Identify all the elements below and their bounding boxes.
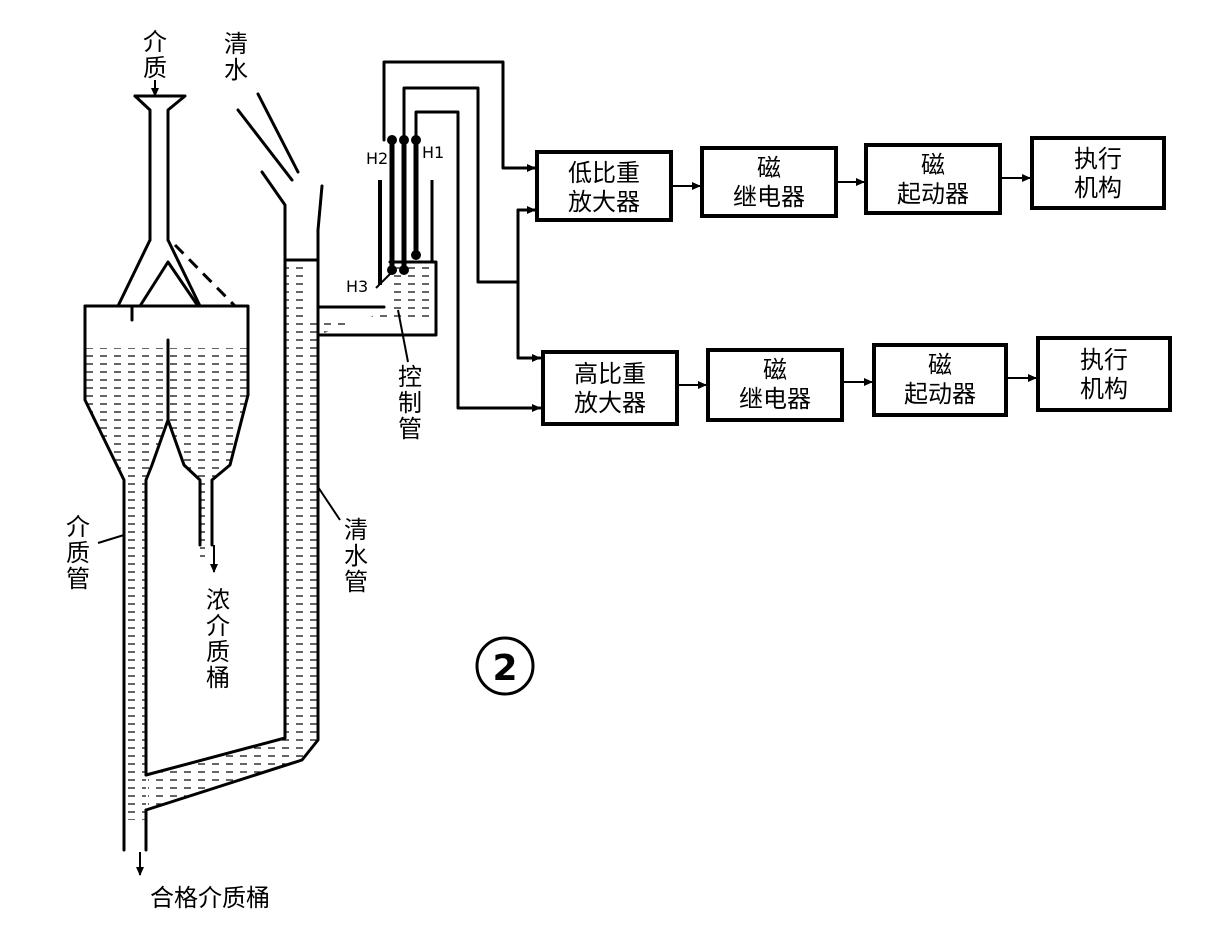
clear-water-inlet-line1 [236,108,294,182]
figure-number: 2 [492,648,517,689]
magnetic-starter-2-line2: 起动器 [904,380,976,408]
clear-water-inlet-line2 [256,92,300,174]
magnetic-starter-2-line1: 磁 [928,351,952,379]
qualified-bucket-label: 合格介质桶 [150,884,270,912]
signal-wires [382,60,542,412]
low-density-amplifier-box [535,150,673,222]
concentrated-bucket-label-1: 浓 [206,586,230,614]
actuator-1-line1: 执行 [1074,145,1122,173]
chain-1: 低比重 放大器 磁 继电器 磁 起动器 执行 机构 [535,136,1166,222]
actuator-2-line2: 机构 [1080,375,1128,403]
control-pipe [316,260,438,337]
splitter [116,238,237,322]
magnetic-starter-box-2 [872,343,1008,417]
high-density-amplifier-line1: 高比重 [574,360,646,388]
probe-h1-label: H1 [422,143,444,162]
clear-water-pipe-label-3: 管 [344,568,368,596]
medium-inlet-label-1: 介 [143,28,167,56]
medium-pipe-label-2: 质 [66,539,90,567]
magnetic-starter-1-line2: 起动器 [897,180,969,208]
clear-water-pipe-label-2: 水 [344,542,368,570]
high-density-amplifier-box [541,350,679,426]
actuator-box-1 [1030,136,1166,210]
separator-tanks [83,304,250,852]
magnetic-relay-box-2 [706,348,844,422]
magnetic-relay-2-line2: 继电器 [739,385,811,413]
medium-inlet-funnel [133,80,187,242]
probes [378,135,434,285]
clear-water-pipe [144,170,324,812]
probe-h2-label: H2 [366,149,388,168]
control-pipe-label-1: 控 [398,363,422,391]
clear-water-liquid [148,262,432,810]
magnetic-starter-box-1 [864,143,1002,215]
magnetic-relay-1-line2: 继电器 [733,183,805,211]
concentrated-bucket-label-3: 质 [206,638,230,666]
probe-h3-label: H3 [346,277,368,296]
magnetic-relay-1-line1: 磁 [757,154,781,182]
chain-2: 高比重 放大器 磁 继电器 磁 起动器 执行 机构 [541,336,1172,426]
clear-water-label-1: 清 [224,30,248,58]
tank-liquid [85,348,248,820]
actuator-box-2 [1036,336,1172,412]
control-pipe-label-3: 管 [398,415,422,443]
actuator-2-line1: 执行 [1080,346,1128,374]
figure-number-circle [475,636,535,696]
control-pipe-label-2: 制 [398,389,422,417]
clear-water-pipe-label-1: 清 [344,516,368,544]
leader-lines [97,271,409,544]
magnetic-starter-1-line1: 磁 [921,151,945,179]
clear-water-label-2: 水 [224,56,248,84]
actuator-1-line2: 机构 [1074,174,1122,202]
concentrated-bucket-label-2: 介 [206,612,230,640]
concentrated-bucket-label-4: 桶 [206,664,230,692]
medium-pipe-label-1: 介 [66,513,90,541]
low-density-amplifier-line1: 低比重 [568,159,640,187]
low-density-amplifier-line2: 放大器 [568,188,640,216]
high-density-amplifier-line2: 放大器 [574,389,646,417]
medium-pipe-label-3: 管 [66,565,90,593]
medium-inlet-label-2: 质 [143,54,167,82]
magnetic-relay-2-line1: 磁 [763,356,787,384]
